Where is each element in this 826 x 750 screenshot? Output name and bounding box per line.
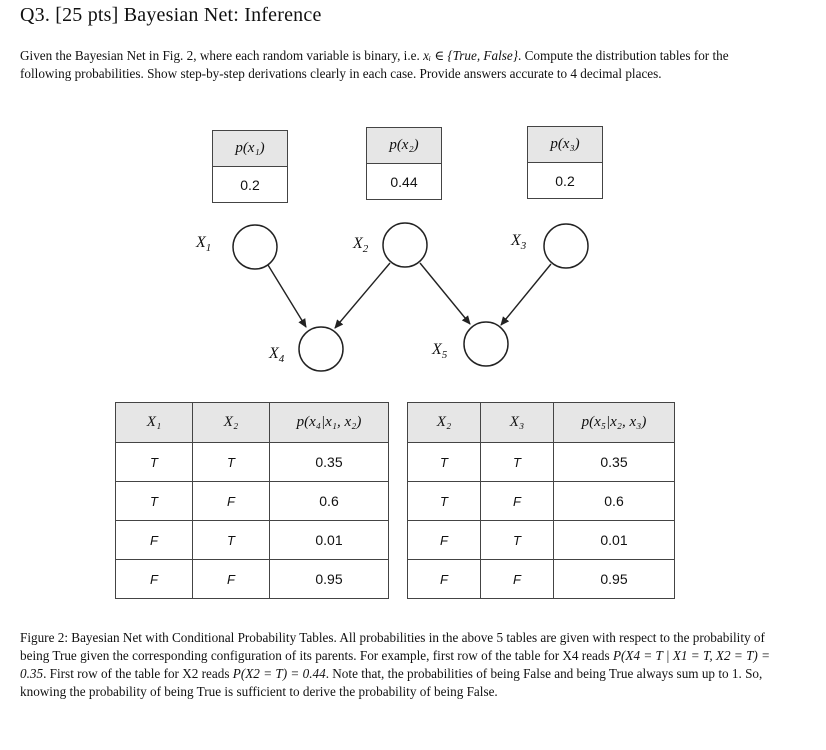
- intro-text-2: . Compute the distribution tables for th…: [20, 48, 729, 81]
- intro-math: xᵢ ∈ {True, False}: [423, 48, 518, 63]
- cpt-x5-header-prob: p(x₅|x₂, x₃): [553, 402, 675, 443]
- prior-x2-value: 0.44: [366, 163, 442, 200]
- table-cell: F: [407, 559, 481, 599]
- table-cell: T: [407, 481, 481, 521]
- table-row: F F 0.95: [407, 559, 675, 599]
- table-row: F T 0.01: [407, 520, 675, 560]
- node-label-x4: X4: [269, 345, 285, 366]
- prior-x3-value: 0.2: [527, 162, 603, 199]
- prior-x1-header: p(x₁): [212, 130, 288, 167]
- table-row: T T 0.35: [115, 442, 389, 482]
- table-cell: F: [115, 520, 193, 560]
- question-title: Q3. [25 pts] Bayesian Net: Inference: [20, 4, 322, 26]
- caption-math-1: P(X4 = T | X1 = T, X2 = T) = 0.35: [20, 648, 770, 681]
- prior-table-x1: p(x₁) 0.2: [212, 130, 288, 203]
- table-cell: F: [115, 559, 193, 599]
- table-cell: F: [192, 481, 270, 521]
- node-x2: [382, 222, 428, 268]
- table-cell: T: [192, 442, 270, 482]
- prior-x3-header: p(x₃): [527, 126, 603, 163]
- table-cell: T: [480, 442, 554, 482]
- table-cell: F: [192, 559, 270, 599]
- table-cell: T: [480, 520, 554, 560]
- caption-text-3: . Note that, the probabilities of being …: [20, 666, 763, 699]
- table-cell: T: [192, 520, 270, 560]
- edge-x3-x5: [500, 263, 552, 326]
- table-cell: 0.01: [269, 520, 389, 560]
- cpt-x4-header-x2: X₂: [192, 402, 270, 443]
- cpt-x4-header-x1: X₁: [115, 402, 193, 443]
- table-cell: F: [480, 559, 554, 599]
- node-x1: [232, 224, 278, 270]
- table-cell: T: [115, 442, 193, 482]
- node-label-x3: X3: [511, 232, 527, 253]
- edge-x2-x5: [419, 262, 471, 325]
- cpt-table-x5: X₂ X₃ p(x₅|x₂, x₃) T T 0.35 T F 0.6 F T …: [407, 402, 675, 599]
- node-x5: [463, 321, 509, 367]
- edge-x1-x4: [267, 264, 307, 328]
- cpt-x5-header-x3: X₃: [480, 402, 554, 443]
- prior-table-x3: p(x₃) 0.2: [527, 126, 603, 199]
- table-row: T F 0.6: [115, 481, 389, 521]
- intro-text-1: Given the Bayesian Net in Fig. 2, where …: [20, 48, 424, 63]
- caption-text-1: Figure 2: Bayesian Net with Conditional …: [20, 630, 765, 663]
- bayes-net-graph: [232, 222, 589, 372]
- table-row: F F 0.95: [115, 559, 389, 599]
- caption-text-2: . First row of the table for X2 reads: [43, 666, 233, 681]
- node-label-x5: X5: [432, 341, 448, 362]
- table-cell: 0.35: [553, 442, 675, 482]
- table-cell: T: [115, 481, 193, 521]
- edge-x2-x4: [334, 262, 391, 329]
- table-cell: 0.01: [553, 520, 675, 560]
- table-cell: F: [407, 520, 481, 560]
- node-label-x1: X1: [196, 234, 212, 255]
- table-row: F T 0.01: [115, 520, 389, 560]
- node-x4: [298, 326, 344, 372]
- table-cell: 0.6: [269, 481, 389, 521]
- node-label-x2: X2: [353, 235, 369, 256]
- question-intro: Given the Bayesian Net in Fig. 2, where …: [20, 47, 780, 83]
- table-row: T T 0.35: [407, 442, 675, 482]
- table-cell: 0.95: [553, 559, 675, 599]
- figure-caption: Figure 2: Bayesian Net with Conditional …: [20, 629, 780, 701]
- caption-math-2: P(X2 = T) = 0.44: [232, 666, 326, 681]
- table-cell: 0.6: [553, 481, 675, 521]
- table-cell: 0.35: [269, 442, 389, 482]
- table-row: T F 0.6: [407, 481, 675, 521]
- cpt-x5-header-x2: X₂: [407, 402, 481, 443]
- cpt-x4-header-prob: p(x₄|x₁, x₂): [269, 402, 389, 443]
- table-cell: 0.95: [269, 559, 389, 599]
- prior-x1-value: 0.2: [212, 166, 288, 203]
- node-x3: [543, 223, 589, 269]
- prior-table-x2: p(x₂) 0.44: [366, 127, 442, 200]
- cpt-table-x4: X₁ X₂ p(x₄|x₁, x₂) T T 0.35 T F 0.6 F T …: [115, 402, 389, 599]
- table-cell: T: [407, 442, 481, 482]
- table-cell: F: [480, 481, 554, 521]
